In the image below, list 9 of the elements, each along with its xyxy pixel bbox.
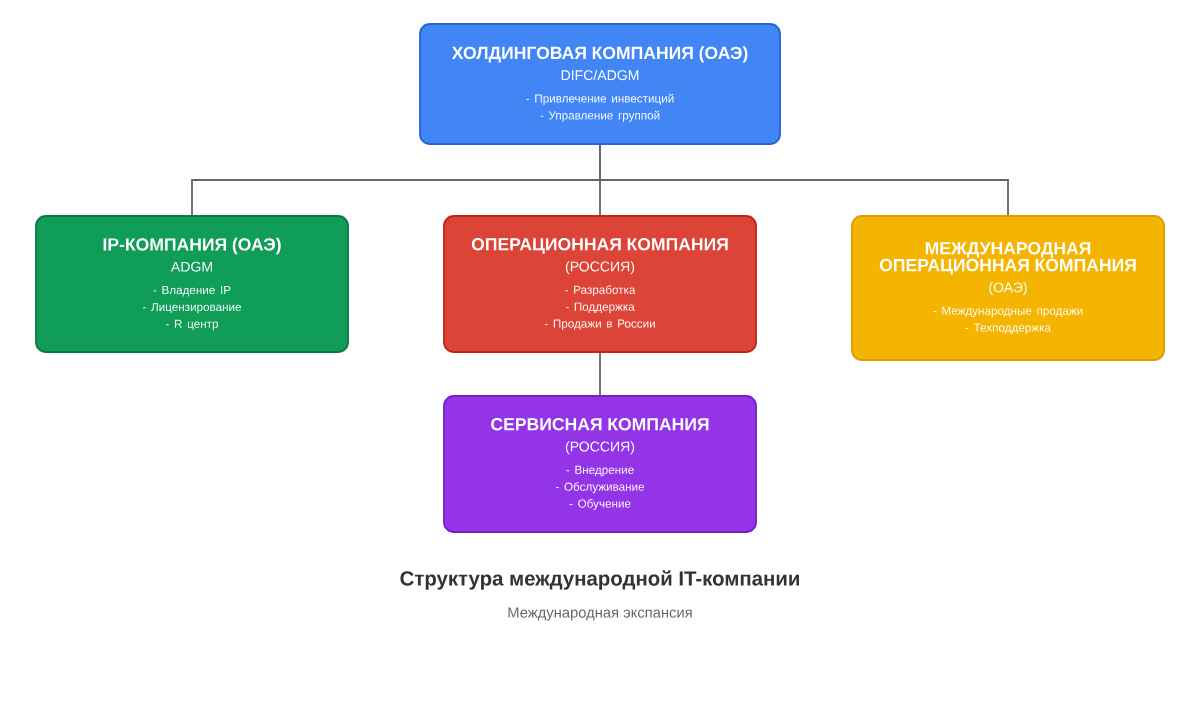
caption: Международная экспансия	[508, 607, 692, 621]
company-box: МЕЖДУНАРОДНАЯ ОПЕРАЦИОННАЯ КОМПАНИЯ (ОАЭ) - Международные продажи - Техподдержка	[851, 215, 1165, 361]
company-box: ОПЕРАЦИОННАЯ КОМПАНИЯ (РОССИЯ) - Разработка - Поддержка - Продажи в России	[443, 215, 757, 353]
company-box: ХОЛДИНГОВАЯ КОМПАНИЯ (ОАЭ) DIFC/ADGM - Привлечение инвестиций - Управление группой	[419, 23, 781, 145]
connector-line	[599, 352, 601, 396]
company-box: IP-КОМПАНИЯ (ОАЭ) ADGM - Владение IP - Лицензирование - R центр	[35, 215, 349, 353]
company-box: СЕРВИСНАЯ КОМПАНИЯ (РОССИЯ) - Внедрение - Обслуживание - Обучение	[443, 395, 757, 533]
connector-line	[599, 144, 1009, 216]
diagram-title: Структура международной IT-компании	[400, 570, 799, 590]
